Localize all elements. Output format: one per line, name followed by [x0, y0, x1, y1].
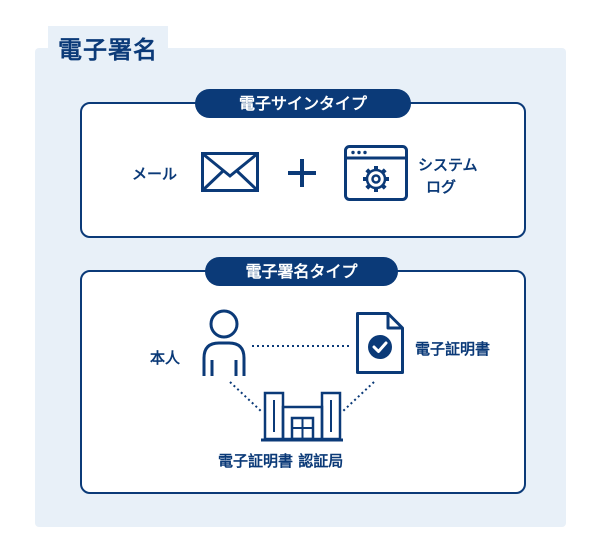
- building-icon: [261, 391, 343, 442]
- plus-icon: [288, 159, 316, 187]
- document-check-icon: [356, 312, 404, 374]
- page-title: 電子署名: [48, 26, 168, 67]
- person-icon: [202, 309, 246, 376]
- system-log-label-line2: ログ: [426, 178, 457, 196]
- signature-type-heading: 電子サインタイプ: [195, 89, 411, 118]
- certificate-authority-label: 電子証明書 認証局: [218, 452, 344, 470]
- mail-label: メール: [132, 165, 178, 183]
- person-label: 本人: [150, 349, 181, 367]
- envelope-icon: [201, 152, 259, 192]
- certificate-label: 電子証明書: [415, 340, 491, 358]
- browser-gear-icon: [344, 145, 408, 201]
- connector-lines: [229, 345, 375, 413]
- system-log-label-line1: システム: [418, 156, 478, 174]
- seal-type-heading: 電子署名タイプ: [205, 257, 398, 286]
